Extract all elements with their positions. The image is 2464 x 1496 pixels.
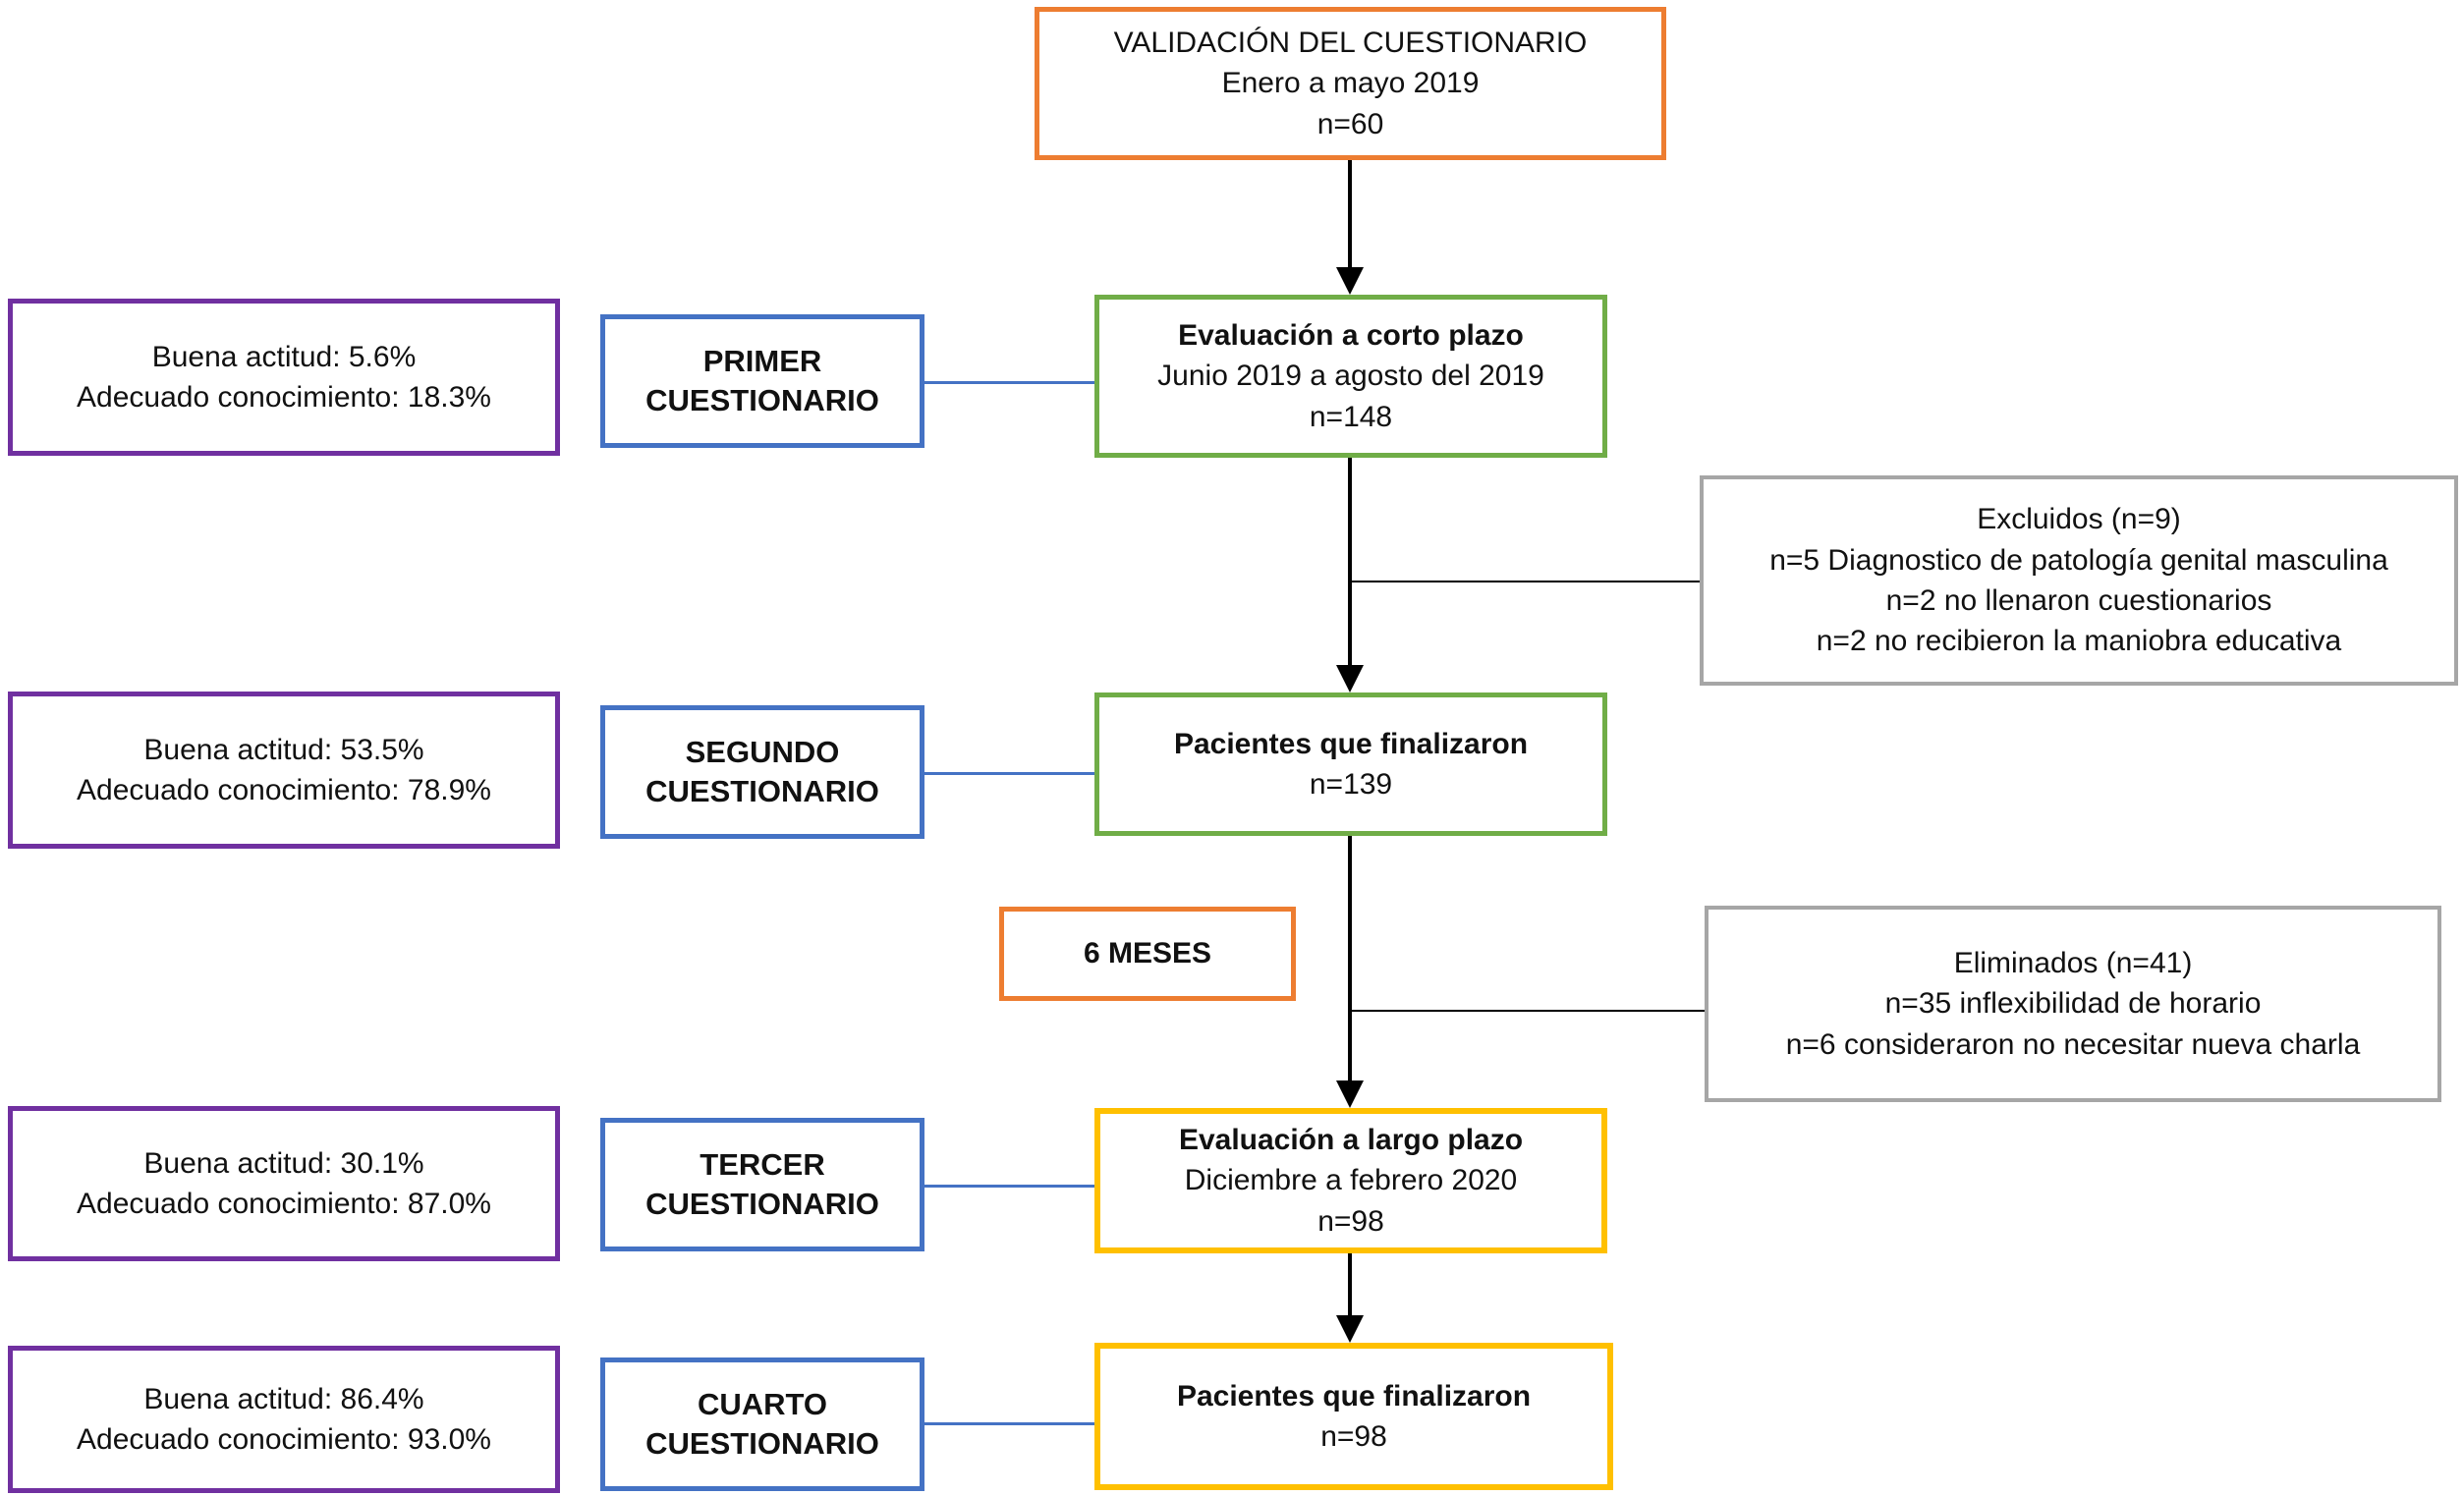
fourth-questionnaire-label: CUESTIONARIO [645, 1426, 879, 1461]
stats-fourth-attitude: Buena actitud: 86.4% [143, 1382, 424, 1415]
finished-long-box: Pacientes que finalizaron n=98 [1094, 1343, 1613, 1490]
finished-short-box: Pacientes que finalizaron n=139 [1094, 693, 1607, 836]
stats-third-knowledge: Adecuado conocimiento: 87.0% [77, 1188, 491, 1220]
eliminated-reason-1: n=35 inflexibilidad de horario [1884, 987, 2262, 1021]
arrowhead-short-term-to-finished [1336, 665, 1364, 693]
six-months-box: 6 MESES [999, 907, 1296, 1001]
validation-n: n=60 [1316, 107, 1384, 140]
third-questionnaire-box: TERCER CUESTIONARIO [600, 1118, 924, 1251]
six-months-label: 6 MESES [1083, 937, 1212, 970]
connector-first-questionnaire [924, 381, 1096, 384]
stats-second-attitude: Buena actitud: 53.5% [143, 733, 424, 766]
eliminated-box: Eliminados (n=41) n=35 inflexibilidad de… [1705, 906, 2441, 1102]
fourth-questionnaire-box: CUARTO CUESTIONARIO [600, 1357, 924, 1491]
finished-short-title: Pacientes que finalizaron [1173, 727, 1529, 760]
connector-third-questionnaire [924, 1185, 1096, 1188]
short-term-period: Junio 2019 a agosto del 2019 [1157, 360, 1544, 393]
finished-long-title: Pacientes que finalizaron [1176, 1379, 1532, 1413]
first-questionnaire-word: PRIMER [702, 343, 822, 378]
eliminated-reason-2: n=6 consideraron no necesitar nueva char… [1785, 1027, 2361, 1061]
excluded-reason-2: n=2 no llenaron cuestionarios [1885, 584, 2272, 617]
arrow-line-short-term-to-finished [1348, 458, 1352, 666]
second-questionnaire-label: CUESTIONARIO [645, 774, 879, 808]
validation-box: VALIDACIÓN DEL CUESTIONARIO Enero a mayo… [1035, 7, 1666, 160]
stats-second-knowledge: Adecuado conocimiento: 78.9% [77, 774, 491, 806]
connector-fourth-questionnaire [924, 1422, 1096, 1425]
branch-line-to-eliminated [1350, 1010, 1705, 1012]
second-questionnaire-box: SEGUNDO CUESTIONARIO [600, 705, 924, 839]
arrowhead-validation-to-short-term [1336, 267, 1364, 295]
short-term-title: Evaluación a corto plazo [1178, 318, 1524, 352]
long-term-box: Evaluación a largo plazo Diciembre a feb… [1094, 1108, 1607, 1253]
excluded-title: Excluidos (n=9) [1977, 503, 2181, 536]
short-term-n: n=148 [1309, 400, 1393, 433]
short-term-box: Evaluación a corto plazo Junio 2019 a ag… [1094, 295, 1607, 458]
stats-first-attitude: Buena actitud: 5.6% [151, 340, 417, 373]
excluded-reason-1: n=5 Diagnostico de patología genital mas… [1769, 543, 2388, 577]
arrowhead-finished-to-long-term [1336, 1080, 1364, 1108]
third-questionnaire-word: TERCER [700, 1146, 825, 1182]
stats-box-fourth: Buena actitud: 86.4% Adecuado conocimien… [8, 1346, 560, 1493]
finished-short-n: n=139 [1309, 768, 1393, 801]
stats-box-second: Buena actitud: 53.5% Adecuado conocimien… [8, 692, 560, 849]
arrow-line-validation-to-short-term [1348, 160, 1352, 268]
finished-long-n: n=98 [1320, 1420, 1387, 1453]
long-term-period: Diciembre a febrero 2020 [1184, 1164, 1518, 1197]
excluded-reason-3: n=2 no recibieron la maniobra educativa [1816, 625, 2342, 658]
long-term-n: n=98 [1317, 1204, 1384, 1238]
stats-fourth-knowledge: Adecuado conocimiento: 93.0% [77, 1423, 491, 1456]
eliminated-title: Eliminados (n=41) [1953, 946, 2193, 979]
validation-period: Enero a mayo 2019 [1221, 67, 1480, 100]
second-questionnaire-word: SEGUNDO [685, 734, 840, 769]
connector-second-questionnaire [924, 772, 1096, 775]
arrow-line-finished-to-long-term [1348, 836, 1352, 1081]
arrow-line-long-term-to-finished [1348, 1253, 1352, 1316]
stats-third-attitude: Buena actitud: 30.1% [143, 1146, 424, 1180]
first-questionnaire-box: PRIMER CUESTIONARIO [600, 314, 924, 448]
third-questionnaire-label: CUESTIONARIO [645, 1187, 879, 1221]
first-questionnaire-label: CUESTIONARIO [645, 383, 879, 417]
fourth-questionnaire-word: CUARTO [697, 1386, 828, 1421]
branch-line-to-excluded [1350, 581, 1700, 582]
excluded-box: Excluidos (n=9) n=5 Diagnostico de patol… [1700, 475, 2458, 686]
arrowhead-long-term-to-finished [1336, 1315, 1364, 1343]
stats-box-first: Buena actitud: 5.6% Adecuado conocimient… [8, 299, 560, 456]
validation-title: VALIDACIÓN DEL CUESTIONARIO [1113, 26, 1588, 59]
stats-first-knowledge: Adecuado conocimiento: 18.3% [77, 381, 491, 414]
long-term-title: Evaluación a largo plazo [1178, 1123, 1524, 1156]
stats-box-third: Buena actitud: 30.1% Adecuado conocimien… [8, 1106, 560, 1261]
